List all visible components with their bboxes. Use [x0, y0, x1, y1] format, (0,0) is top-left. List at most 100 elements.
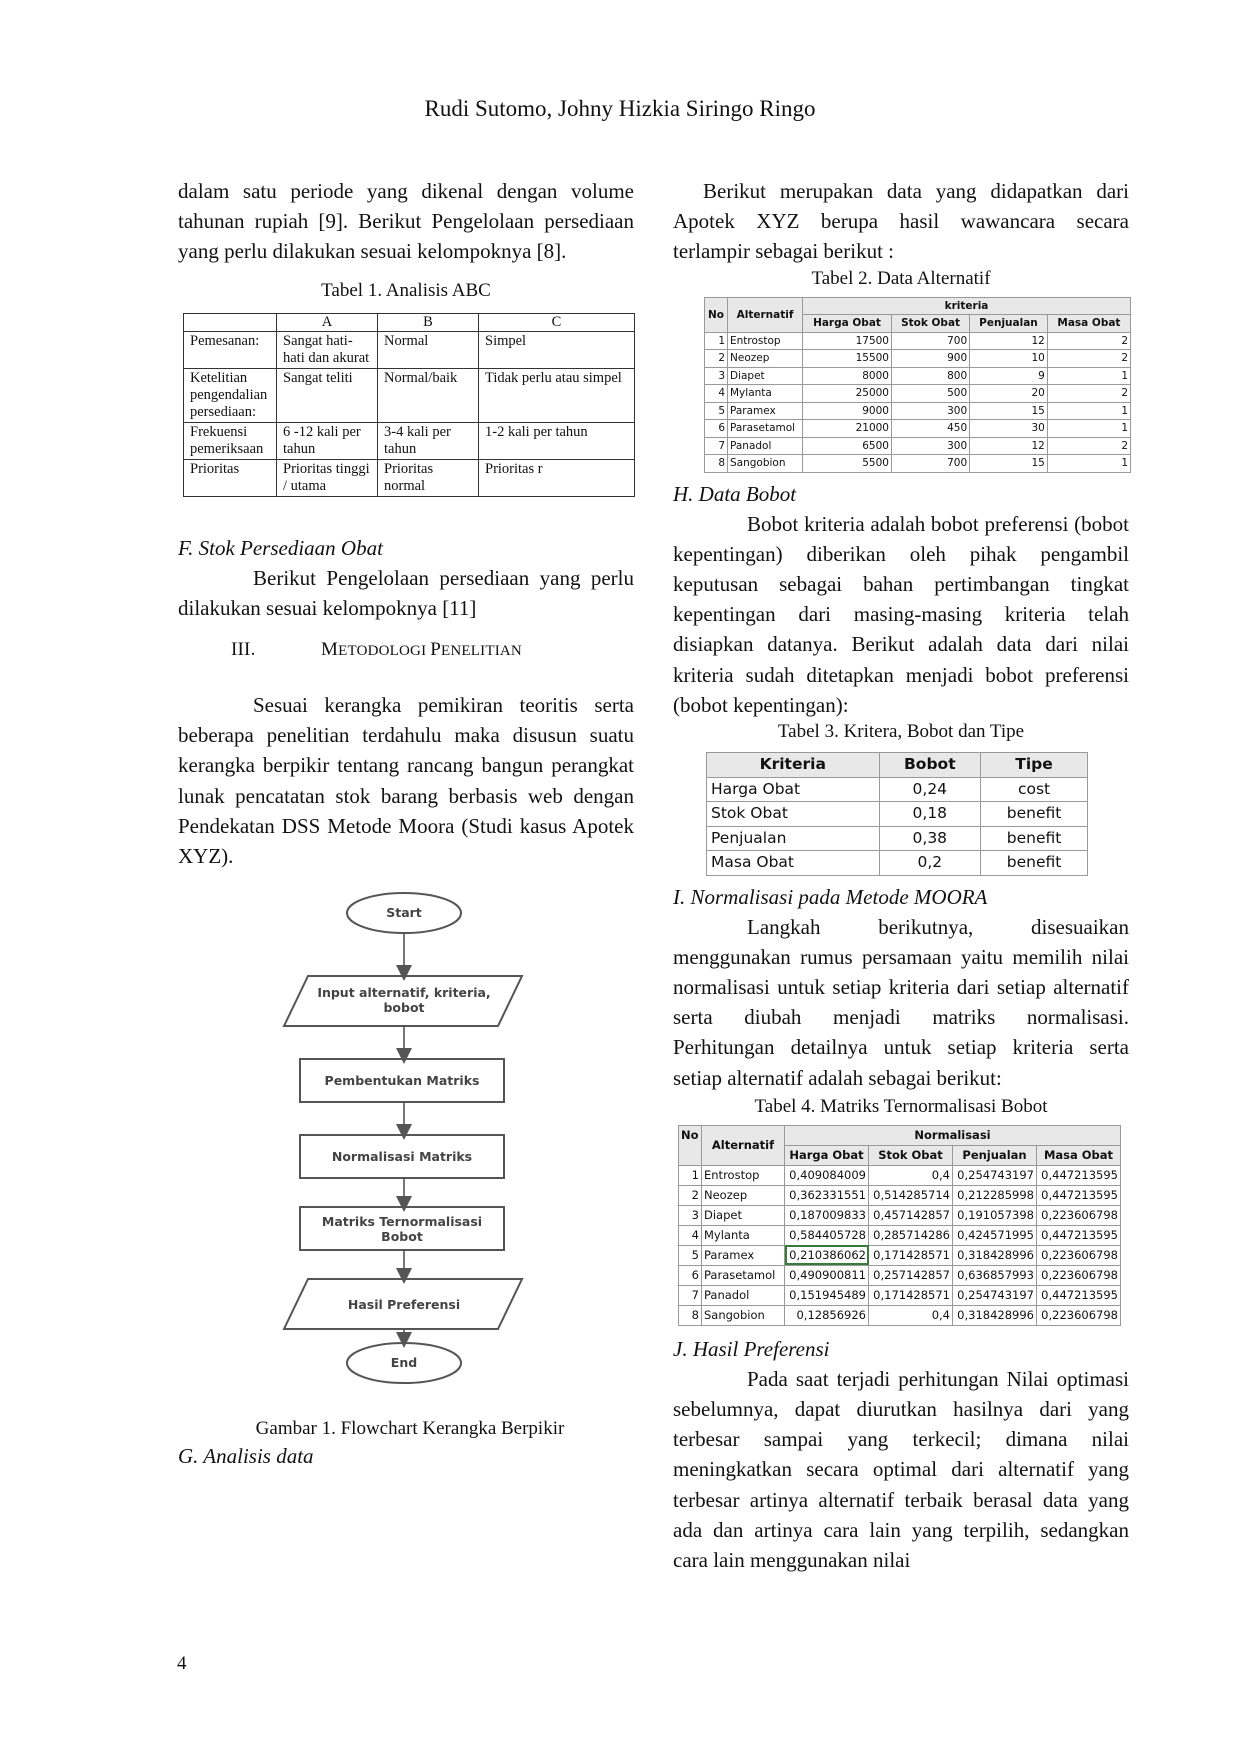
table1-row-label: Prioritas	[183, 458, 277, 497]
table2-value-cell: 2	[1046, 436, 1132, 456]
table1-cell: Prioritas tinggi / utama	[276, 458, 378, 497]
page-number: 4	[177, 1653, 187, 1674]
table4-value-cell: 0,409084009	[784, 1164, 869, 1186]
table4-no-cell: 8	[678, 1304, 702, 1326]
table3-cell: 0,24	[878, 776, 982, 803]
table3-cell: Masa Obat	[706, 850, 880, 876]
table4-no-cell: 4	[678, 1224, 702, 1246]
intro-paragraph: dalam satu periode yang dikenal dengan v…	[178, 179, 634, 264]
table1-cell: 1-2 kali per tahun	[478, 421, 635, 460]
table4-value-cell: 0,318428996	[952, 1244, 1037, 1266]
table1-cell: 6 -12 kali per tahun	[276, 421, 378, 460]
table1-cell: Normal/baik	[377, 367, 479, 423]
table3-caption: Tabel 3. Kritera, Bobot dan Tipe	[777, 721, 1025, 743]
table2-value-cell: 300	[890, 436, 971, 456]
table3-cell: cost	[980, 776, 1088, 803]
table4-value-cell: 0,636857993	[952, 1264, 1037, 1286]
table1-col-header: C	[478, 312, 635, 332]
table4-caption: Tabel 4. Matriks Ternormalisasi Bobot	[754, 1095, 1048, 1117]
table4-name-cell: Mylanta	[701, 1224, 785, 1246]
table2-value-cell: 2	[1046, 331, 1132, 351]
table2-name-cell: Parasetamol	[727, 419, 803, 438]
table4-name-cell: Parasetamol	[701, 1264, 785, 1286]
table2-value-cell: 2	[1046, 384, 1132, 403]
table2-value-cell: 700	[890, 331, 971, 351]
table-row: Ketelitian pengendalian persediaan:Sanga…	[183, 367, 635, 423]
table2-value-cell: 1	[1046, 454, 1132, 473]
table2-name-cell: Neozep	[727, 349, 803, 368]
table2-value-cell: 15	[969, 401, 1048, 421]
table2-no-cell: 3	[704, 366, 728, 386]
table2-value-cell: 900	[890, 349, 971, 368]
table2-name-cell: Mylanta	[727, 384, 803, 403]
table3-cell: benefit	[980, 801, 1088, 827]
table4-col-header: Masa Obat	[1036, 1144, 1121, 1166]
table4-name-cell: Panadol	[701, 1284, 785, 1306]
section-f-heading: F. Stok Persediaan Obat	[178, 535, 383, 560]
flowchart-svg	[282, 892, 524, 1385]
table3-cell: benefit	[980, 850, 1088, 876]
table4-value-cell: 0,447213595	[1036, 1224, 1121, 1246]
table2-value-cell: 800	[890, 366, 971, 386]
table4-value-cell: 0,257142857	[868, 1264, 953, 1286]
section-j-text: Pada saat terjadi perhitungan Nilai opti…	[673, 1366, 1129, 1572]
figure1-caption: Gambar 1. Flowchart Kerangka Berpikir	[255, 1418, 565, 1440]
table1-cell: Normal	[377, 330, 479, 369]
section-title-part: P	[430, 639, 442, 661]
table4-value-cell: 0,447213595	[1036, 1284, 1121, 1306]
table4-no-cell: 3	[678, 1204, 702, 1226]
table4-value-cell: 0,191057398	[952, 1204, 1037, 1226]
table4-value-cell: 0,490900811	[784, 1264, 869, 1286]
running-header: Rudi Sutomo, Johny Hizkia Siringo Ringo	[424, 96, 816, 121]
table2-value-cell: 1	[1046, 401, 1132, 421]
section-iii-number: III.	[231, 639, 256, 661]
table4-value-cell: 0,4	[868, 1164, 953, 1186]
table4-no-cell: 6	[678, 1264, 702, 1286]
table1-cell: Sangat hati-hati dan akurat	[276, 330, 378, 369]
table2-value-cell: 15500	[802, 349, 892, 368]
flow-start-label: Start	[386, 905, 422, 921]
flow-step1-label: Pembentukan Matriks	[324, 1073, 480, 1089]
table2-no-cell: 6	[704, 419, 728, 438]
table4-value-cell: 0,223606798	[1036, 1304, 1121, 1326]
right-intro-paragraph: Berikut merupakan data yang didapatkan d…	[673, 179, 1129, 264]
table4-name-cell: Entrostop	[701, 1164, 785, 1186]
table1-cell: Prioritas r	[478, 458, 635, 497]
flow-output-label: Hasil Preferensi	[347, 1297, 461, 1313]
table4-value-cell: 0,151945489	[784, 1284, 869, 1306]
right-column: Berikut merupakan data yang didapatkan d…	[673, 176, 1132, 1575]
table3-col-header: Tipe	[980, 752, 1088, 778]
table4-col-header: Stok Obat	[868, 1144, 953, 1166]
table2-name-cell: Sangobion	[727, 454, 803, 473]
table1-corner	[183, 312, 277, 332]
table2-no-header: No	[704, 296, 728, 333]
table1-header-row: A B C	[183, 312, 635, 332]
method-paragraph: Sesuai kerangka pemikiran teoritis serta…	[178, 693, 634, 869]
flow-input-label-2: bobot	[383, 1000, 425, 1016]
table4-value-cell: 0,318428996	[952, 1304, 1037, 1326]
table2-value-cell: 9	[969, 366, 1048, 386]
table1-row-label: Ketelitian pengendalian persediaan:	[183, 367, 277, 423]
table2-value-cell: 450	[890, 419, 971, 438]
left-column: dalam satu periode yang dikenal dengan v…	[178, 176, 635, 1471]
table4-value-cell: 0,171428571	[868, 1284, 953, 1306]
table4-value-cell: 0,4	[868, 1304, 953, 1326]
table2-value-cell: 6500	[802, 436, 892, 456]
table4-header-row-1: No Alternatif Normalisasi	[678, 1124, 1121, 1166]
table4-value-cell: 0,223606798	[1036, 1244, 1121, 1266]
